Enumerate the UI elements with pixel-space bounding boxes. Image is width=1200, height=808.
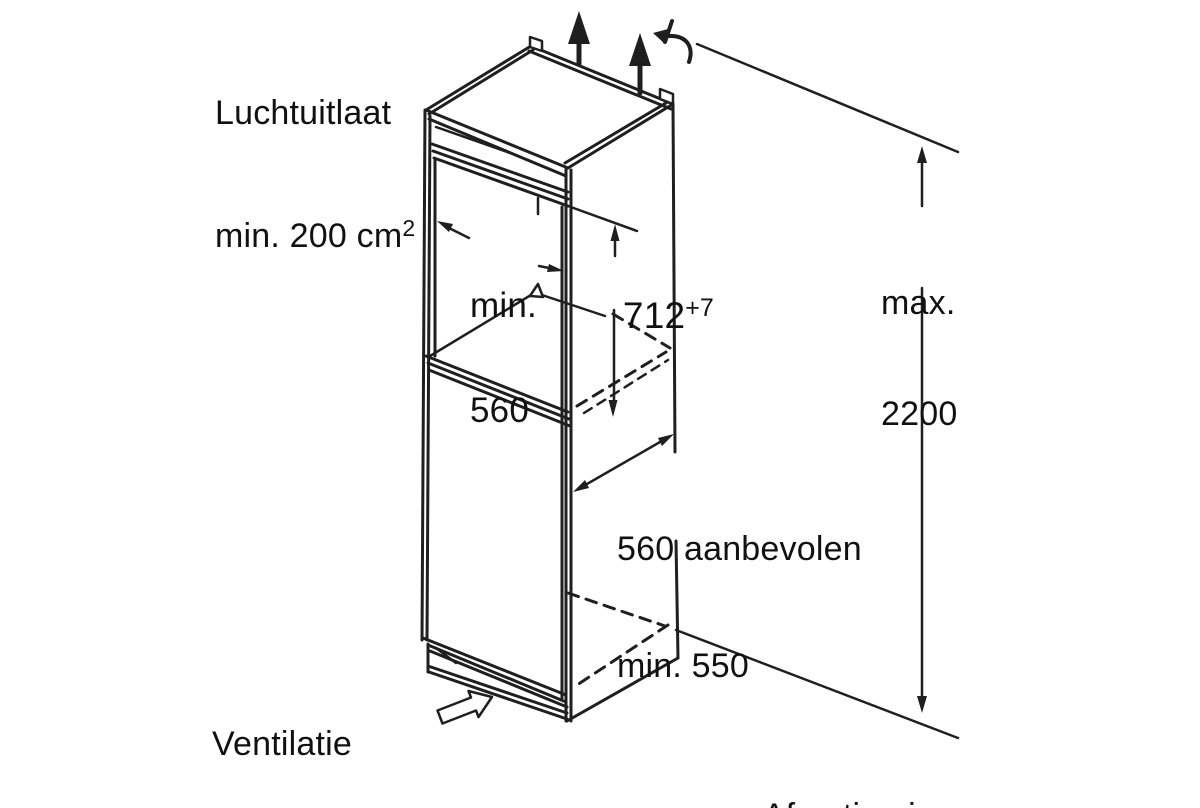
airflow-curl-icon	[653, 19, 693, 64]
niche-width-label: min. 560	[470, 286, 537, 430]
airflow-up-arrow-2	[629, 33, 651, 96]
niche-shelf	[424, 282, 607, 428]
airflow-up-arrow-1	[568, 11, 590, 67]
depth-label: 560 aanbevolen min. 550	[617, 530, 862, 685]
cabinet-top-face	[424, 35, 675, 178]
air-outlet-label: Luchtuitlaat min. 200 cm2	[215, 11, 415, 342]
air-outlet-label-line1: Luchtuitlaat	[215, 94, 392, 132]
plinth-and-bottom	[421, 636, 680, 723]
plinth-vent-label: Ventilatie in de plint min. 200 cm2	[212, 725, 352, 763]
niche-height-dimension	[608, 224, 620, 417]
niche-width-dimension	[437, 196, 564, 272]
units-note: Afmeting in mm	[726, 755, 1002, 808]
max-height-dimension	[674, 42, 960, 740]
hidden-edges	[566, 312, 672, 689]
back-corner-tab	[528, 35, 544, 53]
cabinet-vertical-edges	[420, 102, 680, 723]
depth-dimension	[573, 434, 674, 492]
plinth-vent-arrow-icon	[436, 689, 494, 725]
right-corner-tab	[658, 87, 675, 106]
top-air-slot-rail	[430, 125, 639, 233]
niche-height-label: 712+7	[622, 294, 714, 336]
shelf-corner-mark	[528, 282, 545, 299]
air-outlet-label-line2: min. 200 cm2	[215, 215, 416, 255]
max-height-label: max. 2200	[881, 284, 958, 433]
